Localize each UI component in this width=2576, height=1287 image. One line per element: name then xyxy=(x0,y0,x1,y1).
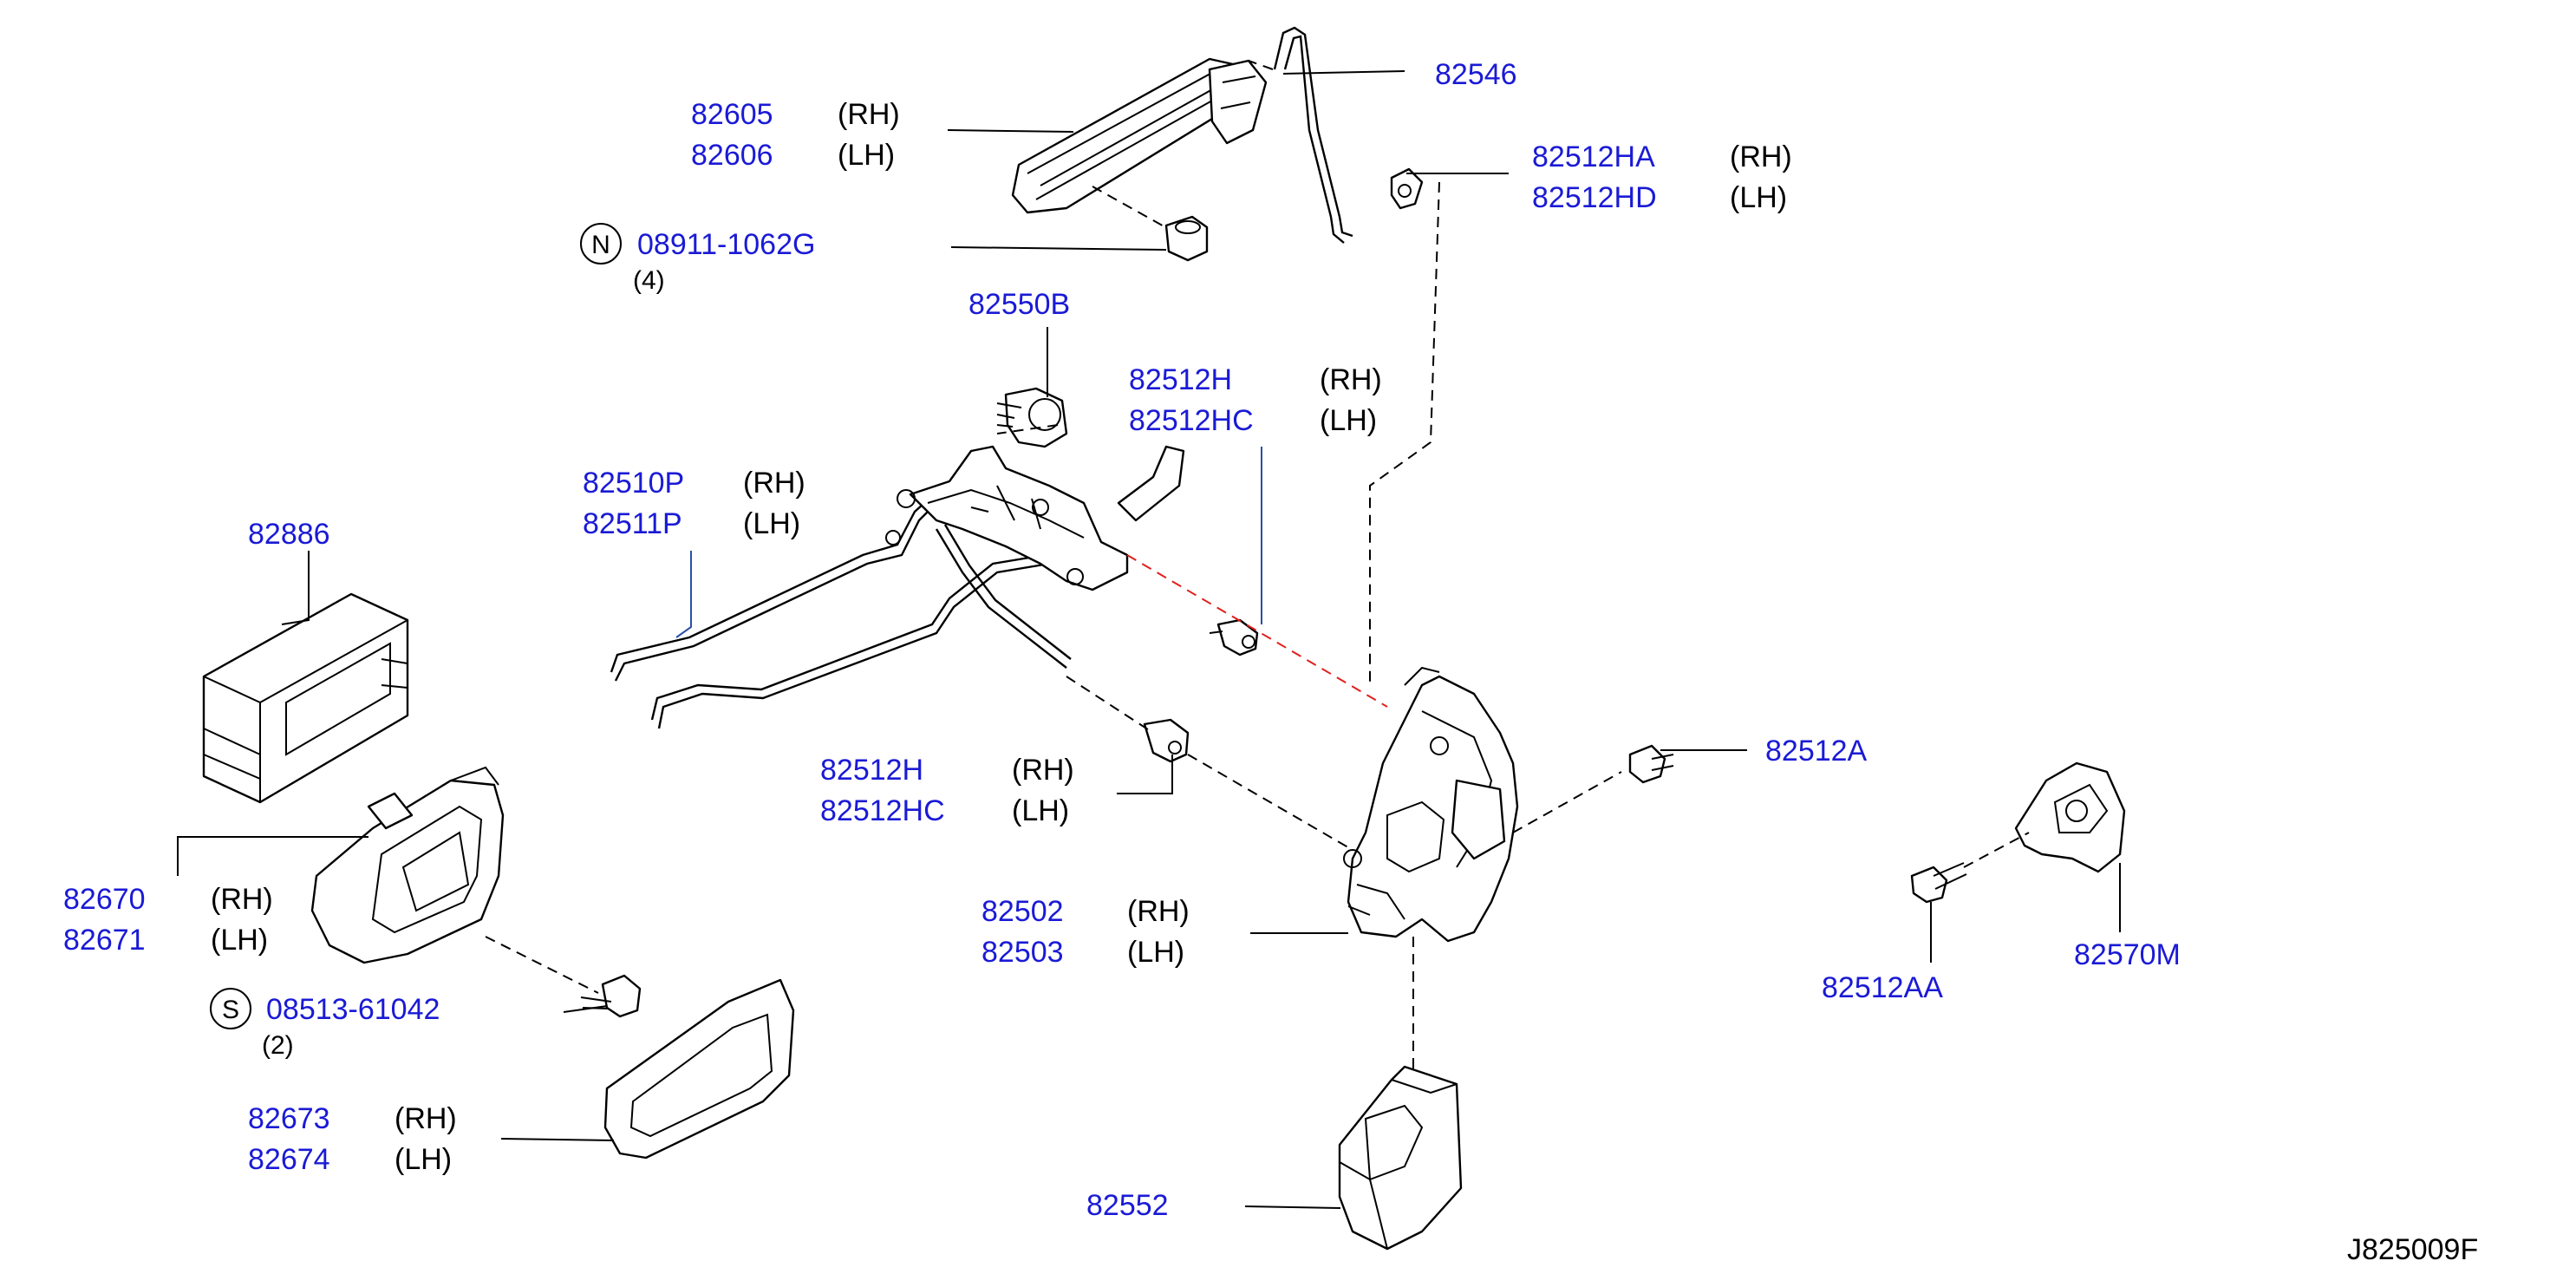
rh-label: (RH) xyxy=(395,1102,457,1135)
rh-label: (RH) xyxy=(838,98,900,131)
rh-label: (RH) xyxy=(743,467,805,500)
part-number-82886: 82886 xyxy=(248,518,330,551)
part-number-82512HC-lower: 82512HC xyxy=(820,794,945,827)
diagram-code: J825009F xyxy=(2347,1233,2478,1266)
rh-label: (RH) xyxy=(1127,895,1190,928)
part-number-08911-1062G: 08911-1062G xyxy=(637,228,815,261)
protector-part xyxy=(202,592,409,804)
part-number-82512A: 82512A xyxy=(1765,735,1868,768)
assembly-lines xyxy=(996,60,2030,1075)
rh-label: (RH) xyxy=(211,883,273,916)
outside-handle-part xyxy=(1011,57,1268,214)
rh-label: (RH) xyxy=(1730,140,1792,173)
actuator-part xyxy=(1338,1065,1463,1251)
lh-label: (LH) xyxy=(211,924,268,957)
rh-label: (RH) xyxy=(1320,363,1382,396)
part-number-82570M: 82570M xyxy=(2074,938,2181,971)
s-symbol: S xyxy=(222,996,239,1024)
part-number-82512AA: 82512AA xyxy=(1822,971,1943,1004)
inside-handle-part xyxy=(310,766,505,964)
part-number-82673: 82673 xyxy=(248,1102,330,1135)
rod-clip-part xyxy=(1390,167,1424,210)
part-number-82674: 82674 xyxy=(248,1143,330,1176)
part-number-82512H-upper: 82512H xyxy=(1129,363,1232,396)
upper-rod-clip-part xyxy=(1209,618,1259,657)
part-number-82503: 82503 xyxy=(981,936,1064,969)
part-number-82502: 82502 xyxy=(981,895,1064,928)
lh-label: (LH) xyxy=(395,1143,452,1176)
lower-rod-clip-part xyxy=(1143,718,1190,763)
n-symbol: N xyxy=(591,231,610,259)
part-number-82512HD: 82512HD xyxy=(1532,181,1657,214)
quantity-4: (4) xyxy=(633,266,665,295)
part-number-82671: 82671 xyxy=(63,924,146,957)
part-number-82510P: 82510P xyxy=(583,467,684,500)
nut-callout: N 08911-1062G (4) xyxy=(580,223,815,295)
handle-screw-part xyxy=(485,936,642,1018)
lh-label: (LH) xyxy=(743,507,800,540)
lh-label: (LH) xyxy=(1730,181,1787,214)
door-control-rod-part xyxy=(610,445,1185,729)
part-number-82605: 82605 xyxy=(691,98,773,131)
lh-label: (LH) xyxy=(1320,404,1377,437)
quantity-2: (2) xyxy=(262,1031,294,1060)
leader-lines xyxy=(177,70,2121,1209)
striker-screw-part xyxy=(1910,862,1967,904)
part-number-82512H-lower: 82512H xyxy=(820,754,923,787)
door-lock-part xyxy=(1343,666,1519,943)
part-number-82511P: 82511P xyxy=(583,507,682,540)
part-number-82546: 82546 xyxy=(1435,58,1517,91)
part-number-08513-61042: 08513-61042 xyxy=(266,993,440,1026)
rh-label: (RH) xyxy=(1012,754,1074,787)
screw-callout: S 08513-61042 (2) xyxy=(210,988,440,1060)
part-number-82512HC-upper: 82512HC xyxy=(1129,404,1254,437)
part-number-82552: 82552 xyxy=(1086,1189,1169,1222)
striker-part xyxy=(2014,761,2126,873)
handle-rod-part xyxy=(1273,26,1353,244)
part-number-82670: 82670 xyxy=(63,883,146,916)
part-number-82550B: 82550B xyxy=(968,288,1070,321)
lock-screw-part xyxy=(1628,744,1674,784)
part-number-82512HA: 82512HA xyxy=(1532,140,1655,173)
lh-label: (LH) xyxy=(838,139,895,172)
part-number-82606: 82606 xyxy=(691,139,773,172)
lock-knob-part xyxy=(996,387,1068,448)
lh-label: (LH) xyxy=(1127,936,1184,969)
nut-part xyxy=(1092,186,1209,262)
lh-label: (LH) xyxy=(1012,794,1069,827)
